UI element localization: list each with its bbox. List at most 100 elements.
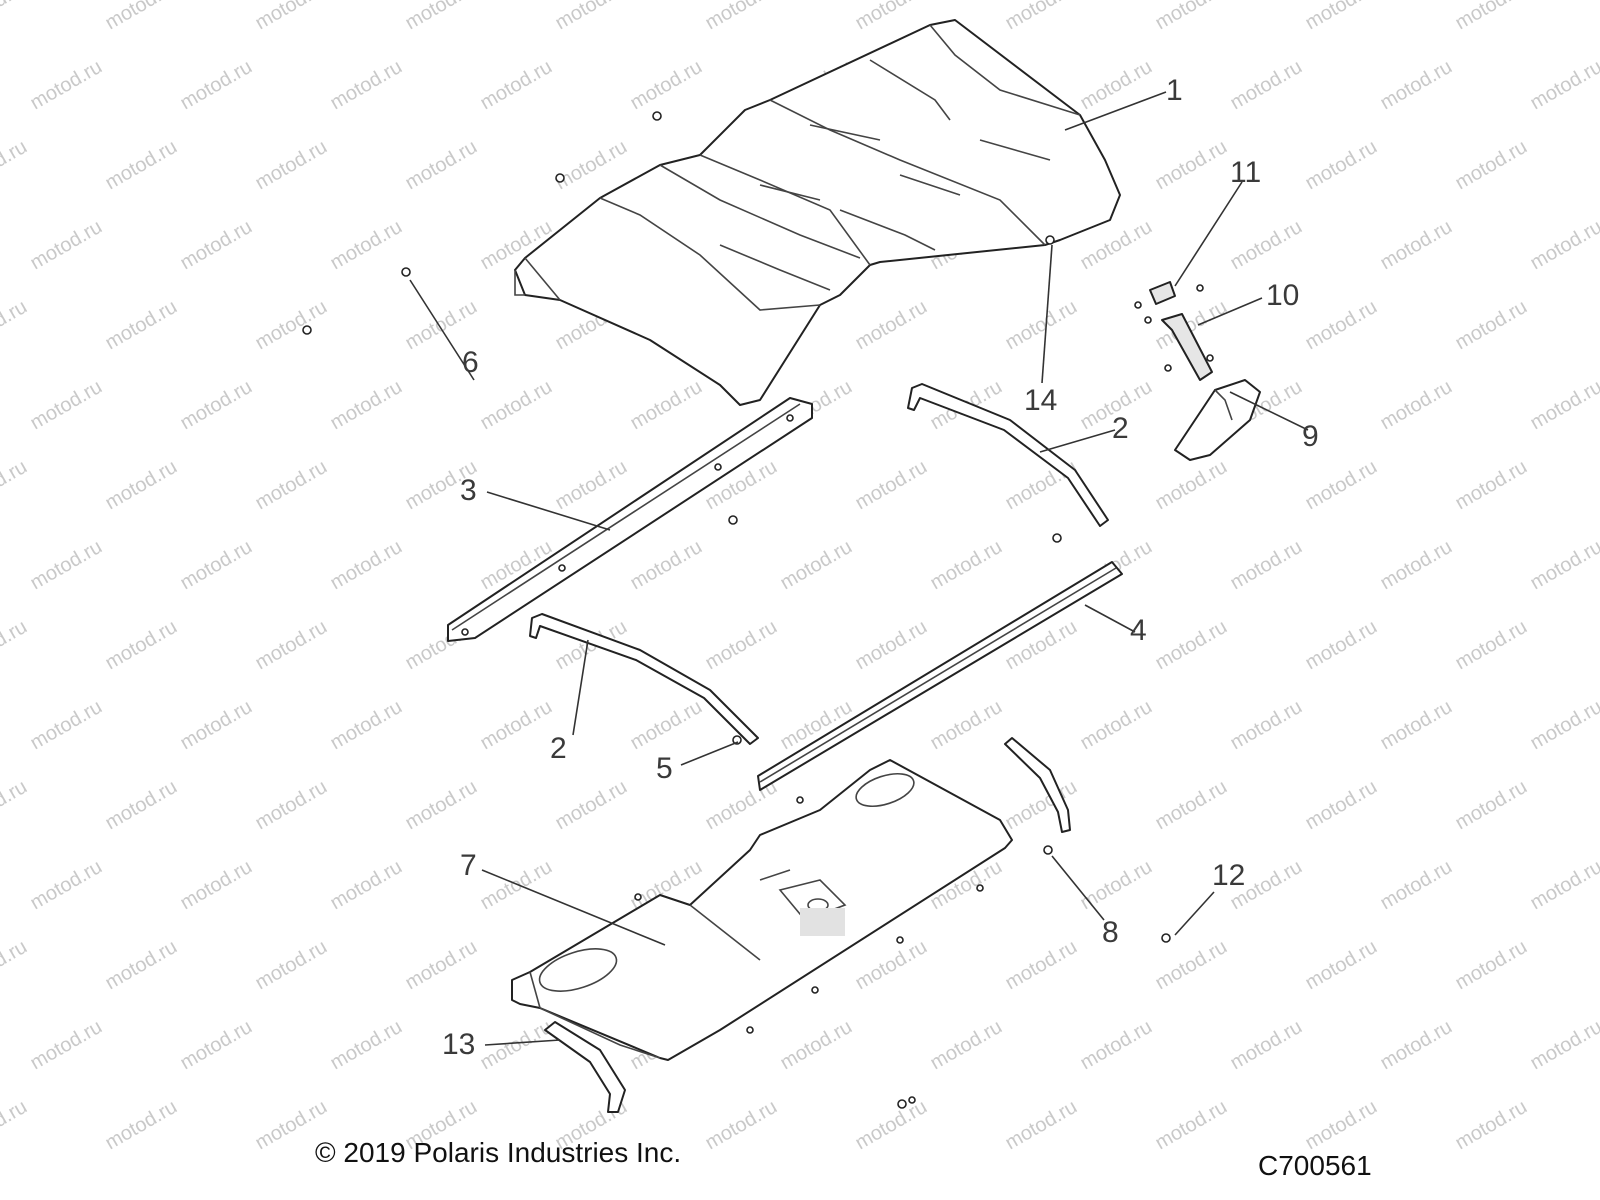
watermark-text: motod.ru: [1077, 1016, 1156, 1075]
watermark-text: motod.ru: [102, 136, 181, 195]
trim-strip-2-upper: [907, 383, 1109, 527]
watermark-text: motod.ru: [327, 856, 406, 915]
diagram-id: C700561: [1258, 1150, 1372, 1181]
watermark-text: motod.ru: [102, 936, 181, 995]
watermark-text: motod.ru: [27, 856, 106, 915]
watermark-text: motod.ru: [702, 0, 781, 34]
callout-9: 9: [1302, 420, 1319, 453]
watermark-text: motod.ru: [1527, 696, 1600, 755]
watermark-text: motod.ru: [0, 776, 31, 835]
watermark-text: motod.ru: [1302, 936, 1381, 995]
watermark-text: motod.ru: [402, 776, 481, 835]
callout-1: 1: [1166, 74, 1183, 107]
watermark-text: motod.ru: [0, 1096, 31, 1155]
watermark-text: motod.ru: [177, 56, 256, 115]
watermark-text: motod.ru: [477, 696, 556, 755]
watermark-text: motod.ru: [1377, 1016, 1456, 1075]
watermark-text: motod.ru: [177, 1016, 256, 1075]
watermark-text: motod.ru: [102, 616, 181, 675]
watermark-text: motod.ru: [1452, 456, 1531, 515]
watermark-text: motod.ru: [552, 456, 631, 515]
watermark-text: motod.ru: [852, 296, 931, 355]
watermark-text: motod.ru: [27, 216, 106, 275]
watermark-text: motod.ru: [402, 0, 481, 34]
watermark-text: motod.ru: [1227, 696, 1306, 755]
watermark-text: motod.ru: [1527, 1016, 1600, 1075]
watermark-text: motod.ru: [102, 296, 181, 355]
callout-3: 3: [460, 474, 477, 507]
watermark-text: motod.ru: [552, 136, 631, 195]
watermark-text: motod.ru: [177, 856, 256, 915]
watermark-text: motod.ru: [327, 56, 406, 115]
watermark-text: motod.ru: [1077, 56, 1156, 115]
watermark-text: motod.ru: [1302, 136, 1381, 195]
watermark-text: motod.ru: [627, 376, 706, 435]
watermark-text: motod.ru: [1227, 536, 1306, 595]
watermark-text: motod.ru: [927, 1016, 1006, 1075]
watermark-text: motod.ru: [1452, 1096, 1531, 1155]
watermark-text: motod.ru: [27, 536, 106, 595]
mirror-assembly: [1134, 281, 1261, 461]
watermark-text: motod.ru: [1152, 456, 1231, 515]
watermark-text: motod.ru: [1527, 216, 1600, 275]
watermark-text: motod.ru: [252, 616, 331, 675]
watermark-text: motod.ru: [1452, 0, 1531, 34]
callout-10: 10: [1266, 279, 1299, 312]
watermark-text: motod.ru: [252, 776, 331, 835]
watermark-text: motod.ru: [1302, 296, 1381, 355]
callout-8: 8: [1102, 916, 1119, 949]
watermark-text: motod.ru: [402, 136, 481, 195]
watermark-text: motod.ru: [252, 456, 331, 515]
watermark-text: motod.ru: [552, 776, 631, 835]
watermark-text: motod.ru: [927, 536, 1006, 595]
callout-2-lower: 2: [550, 732, 567, 765]
watermark-text: motod.ru: [1377, 696, 1456, 755]
watermark-text: motod.ru: [327, 376, 406, 435]
trim-part-13: [544, 1021, 626, 1113]
watermark-text: motod.ru: [1152, 0, 1231, 34]
callout-5: 5: [656, 752, 673, 785]
watermark-text: motod.ru: [1152, 1096, 1231, 1155]
watermark-text: motod.ru: [1452, 936, 1531, 995]
trim-strip-4: [757, 561, 1123, 791]
watermark-text: motod.ru: [852, 456, 931, 515]
watermark-text: motod.ru: [1302, 1096, 1381, 1155]
watermark-text: motod.ru: [177, 696, 256, 755]
watermark-text: motod.ru: [102, 456, 181, 515]
watermark-text: motod.ru: [252, 936, 331, 995]
watermark-text: motod.ru: [1377, 376, 1456, 435]
watermark-text: motod.ru: [1152, 776, 1231, 835]
callout-7: 7: [460, 849, 477, 882]
watermark-text: motod.ru: [1377, 216, 1456, 275]
trim-strip-2-lower: [529, 613, 759, 745]
watermark-text: motod.ru: [1302, 456, 1381, 515]
watermark-text: motod.ru: [177, 536, 256, 595]
watermark-text: motod.ru: [27, 56, 106, 115]
watermark-text: motod.ru: [852, 1096, 931, 1155]
callout-4: 4: [1130, 614, 1147, 647]
watermark-text: motod.ru: [252, 136, 331, 195]
watermark-text: motod.ru: [327, 216, 406, 275]
watermark-text: motod.ru: [927, 696, 1006, 755]
watermark-text: motod.ru: [477, 376, 556, 435]
watermark-text: motod.ru: [177, 376, 256, 435]
copyright-text: © 2019 Polaris Industries Inc.: [315, 1137, 682, 1168]
watermark-text: motod.ru: [27, 376, 106, 435]
callout-6: 6: [462, 346, 479, 379]
watermark-text: motod.ru: [1002, 936, 1081, 995]
callout-labels: 1 2 2 3 4 5 6 7 8 9 10 11 12 13 14: [442, 74, 1319, 1061]
watermark-text: motod.ru: [777, 1016, 856, 1075]
watermark-text: motod.ru: [0, 136, 31, 195]
watermark-text: motod.ru: [1527, 856, 1600, 915]
watermark-text: motod.ru: [402, 936, 481, 995]
watermark-text: motod.ru: [1302, 776, 1381, 835]
watermark-text: motod.ru: [852, 616, 931, 675]
watermark-text: motod.ru: [777, 536, 856, 595]
watermark-text: motod.ru: [1452, 776, 1531, 835]
watermark-text: motod.ru: [1152, 616, 1231, 675]
watermark-text: motod.ru: [27, 1016, 106, 1075]
watermark-text: motod.ru: [327, 1016, 406, 1075]
watermark-text: motod.ru: [1527, 536, 1600, 595]
roof-part: [514, 19, 1121, 406]
